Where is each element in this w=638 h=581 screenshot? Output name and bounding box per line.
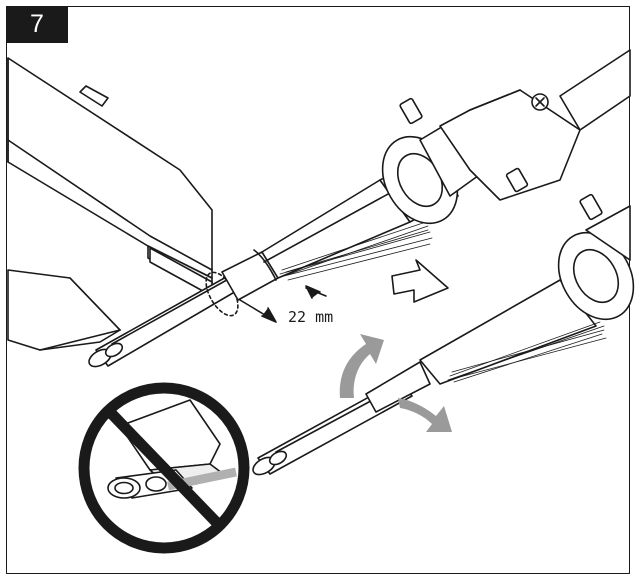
upper-connector: [381, 49, 631, 225]
dimension-marker: [239, 285, 327, 323]
gray-curved-arrow-icon: [339, 334, 452, 432]
step-number-badge: 7: [6, 6, 68, 43]
outline-arrow-right-icon: [391, 259, 449, 303]
lower-cable: [252, 193, 635, 476]
lower-braid-strands: [447, 321, 607, 383]
no-symbol-icon: [78, 382, 250, 554]
braid-strands: [277, 221, 433, 281]
dimension-label: 22 mm: [288, 308, 333, 326]
